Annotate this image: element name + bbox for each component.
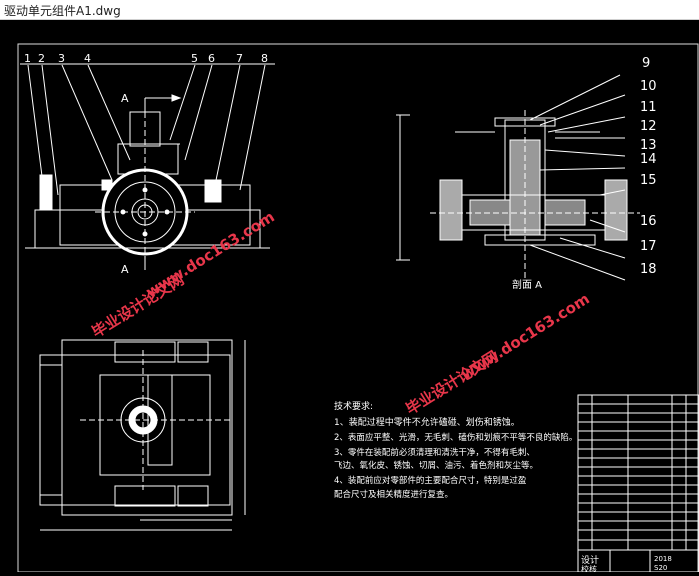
notes-line-5: 4、装配前应对零部件的主要配合尺寸，特别是过盈 [334, 475, 527, 486]
callout-6: 6 [208, 52, 215, 65]
drawing-canvas[interactable]: 1 2 3 4 5 6 7 8 A A [0, 20, 699, 574]
title-block-design: 设计 [581, 554, 599, 566]
title-block-code: 2018 [654, 555, 672, 563]
title-block-text: 设计 校核 2018 S20 [581, 554, 672, 574]
notes-line-1: 1、装配过程中零件不允许磕碰、划伤和锈蚀。 [334, 416, 520, 428]
front-view [25, 94, 270, 270]
callout-16: 16 [640, 214, 657, 229]
section-view [396, 110, 640, 280]
notes-line-6: 配合尺寸及相关精度进行复查。 [334, 489, 453, 500]
title-block-subcode: S20 [654, 564, 667, 572]
callout-18: 18 [640, 262, 657, 277]
notes-line-3: 3、零件在装配前必须清理和清洗干净，不得有毛刺、 [334, 447, 535, 458]
callout-10: 10 [640, 79, 657, 94]
callout-15: 15 [640, 173, 657, 188]
view-label-a-bottom: A [121, 263, 129, 276]
technical-notes: 技术要求: 1、装配过程中零件不允许磕碰、划伤和锈蚀。 2、表面应平整、光滑，无… [334, 400, 577, 500]
callout-17: 17 [640, 239, 657, 254]
watermark-url-2: www.doc163.com [458, 290, 593, 384]
window-title: 驱动单元组件A1.dwg [4, 4, 121, 18]
right-callout-labels: 9 10 11 12 13 14 15 16 17 18 [640, 56, 657, 277]
callout-14: 14 [640, 152, 657, 167]
callout-2: 2 [38, 52, 45, 65]
section-label: 剖面 A [512, 278, 542, 291]
window-titlebar: 驱动单元组件A1.dwg [0, 0, 699, 20]
callout-7: 7 [236, 52, 243, 65]
callout-3: 3 [58, 52, 65, 65]
watermark-cn-1: 毕业设计论文网 [89, 270, 188, 341]
notes-line-4: 飞边、氧化皮、锈蚀、切屑、油污、着色剂和灰尘等。 [334, 460, 538, 471]
left-callout-labels: 1 2 3 4 5 6 7 8 A A [24, 52, 268, 276]
callout-11: 11 [640, 100, 657, 115]
notes-line-2: 2、表面应平整、光滑，无毛刺、磕伤和划痕不平等不良的缺陷。 [334, 432, 577, 443]
callout-4: 4 [84, 52, 91, 65]
callout-8: 8 [261, 52, 268, 65]
top-view [39, 339, 246, 531]
parts-list [577, 394, 699, 573]
cad-drawing: 1 2 3 4 5 6 7 8 A A [17, 43, 699, 574]
callout-12: 12 [640, 119, 657, 134]
callout-1: 1 [24, 52, 31, 65]
right-leaders [529, 74, 626, 281]
notes-title: 技术要求: [334, 400, 373, 412]
title-block-check: 校核 [581, 564, 597, 572]
callout-5: 5 [191, 52, 198, 65]
view-label-a-top: A [121, 92, 129, 105]
callout-13: 13 [640, 138, 657, 153]
callout-9: 9 [642, 56, 650, 71]
left-leaders [20, 63, 275, 201]
